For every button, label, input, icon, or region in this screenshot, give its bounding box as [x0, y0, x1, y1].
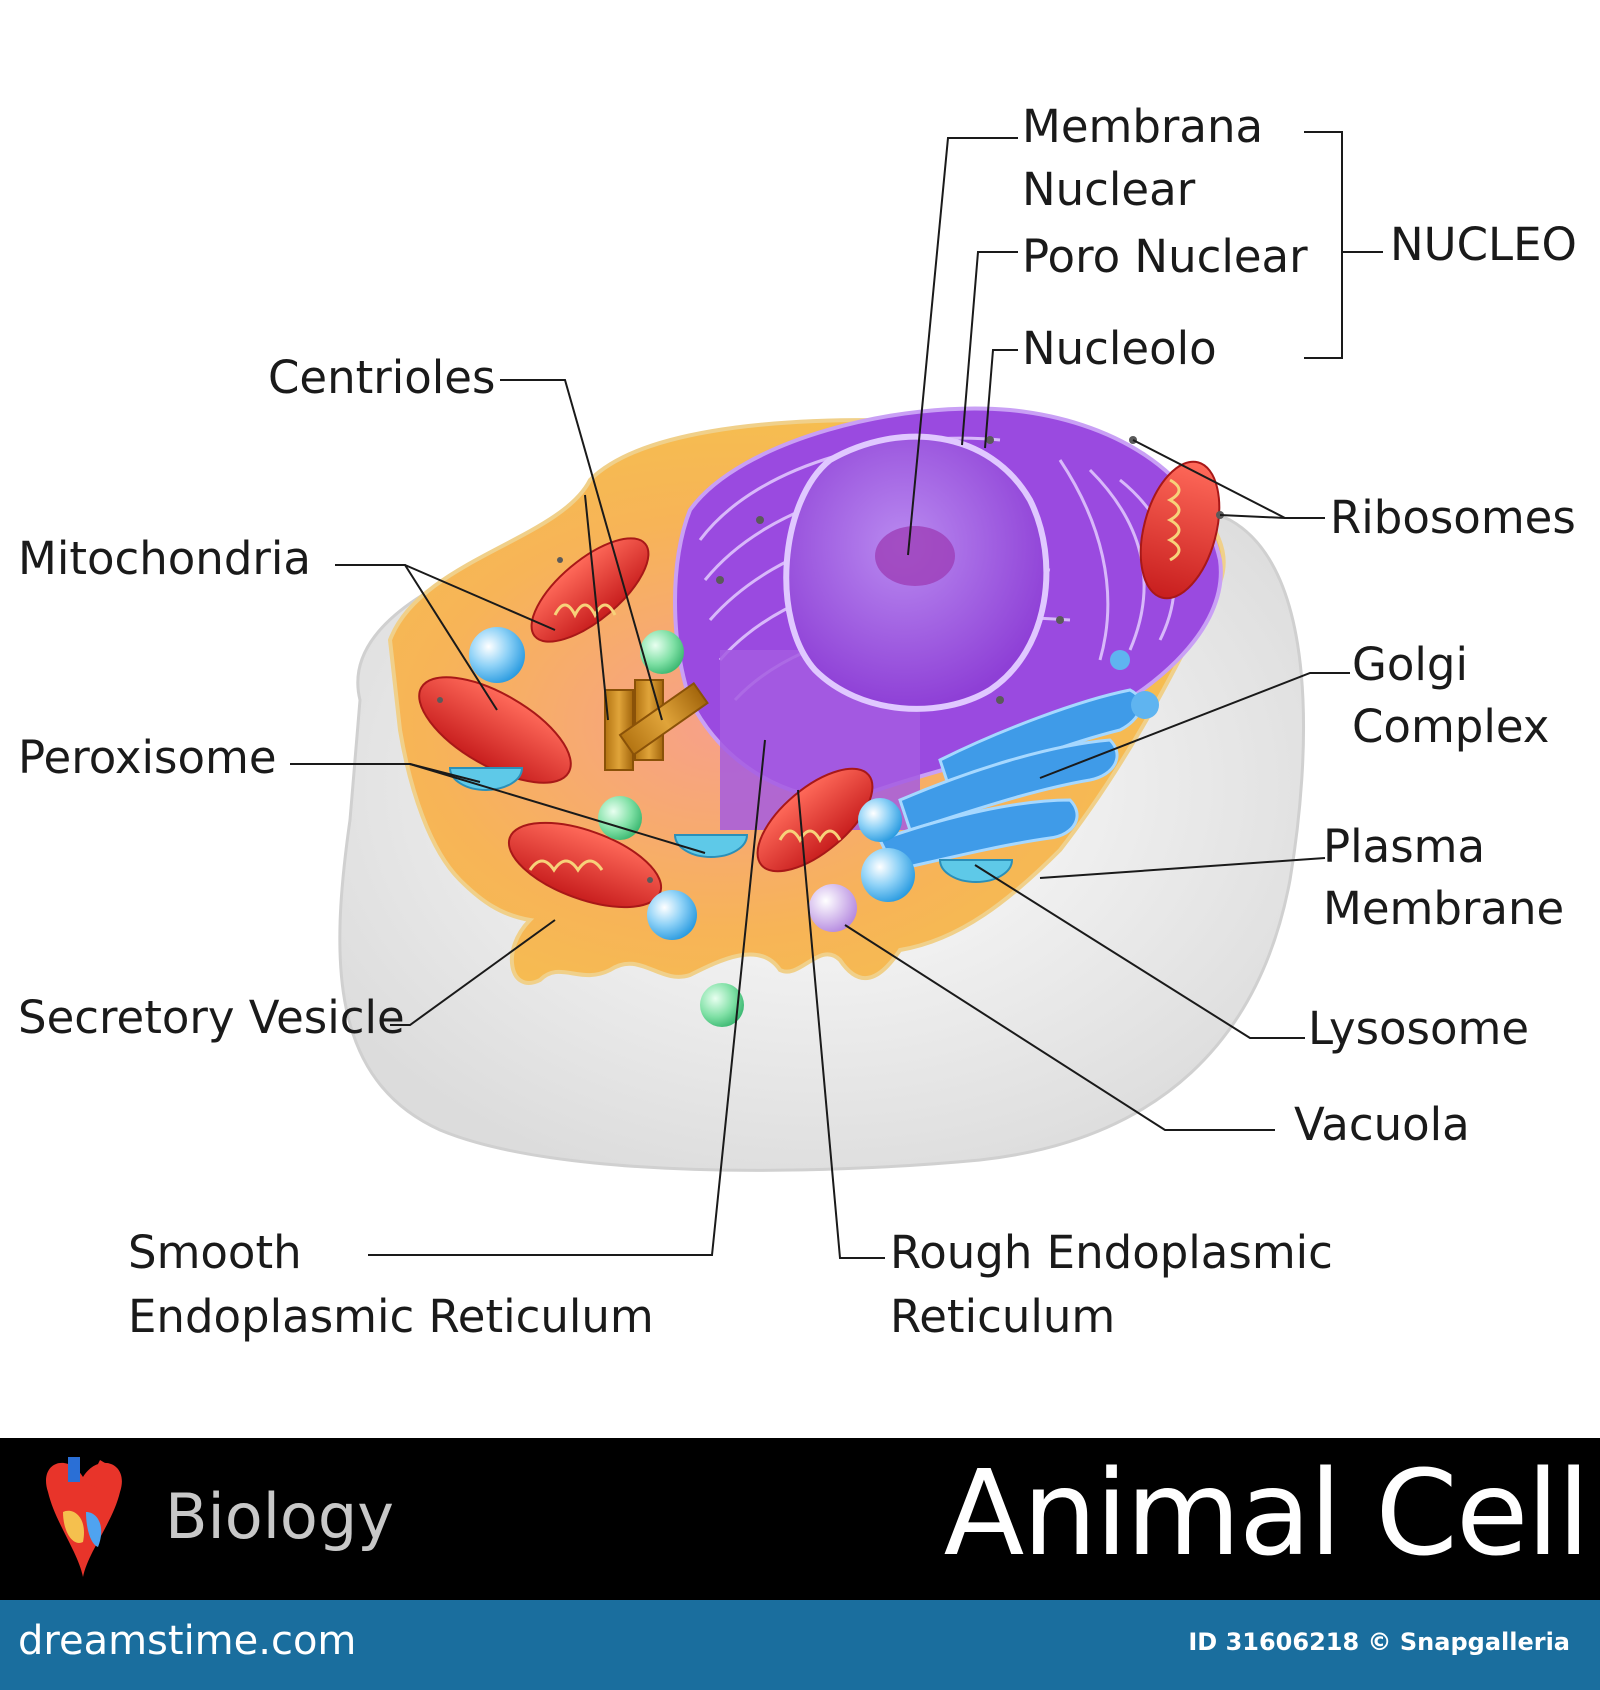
- heart-icon: [46, 1457, 122, 1577]
- label-poro-nuclear: Poro Nuclear: [1022, 230, 1308, 283]
- label-membrana-nuclear: Membrana: [1022, 100, 1263, 153]
- site-name: dreamstime.com: [18, 1618, 357, 1664]
- peroxisome-shape: [598, 796, 642, 840]
- nucleolus-shape: [875, 526, 955, 586]
- secretory-vesicle-shape: [647, 890, 697, 940]
- label-smooth-er: Smooth: [128, 1226, 302, 1279]
- vacuole-shape: [809, 884, 857, 932]
- label-peroxisome: Peroxisome: [18, 731, 277, 784]
- label-golgi-complex: Golgi: [1352, 638, 1468, 691]
- label-nucleo: NUCLEO: [1390, 218, 1577, 271]
- poster-title: Animal Cell: [943, 1444, 1590, 1582]
- label-vacuola: Vacuola: [1294, 1098, 1470, 1151]
- label-smooth-er: Endoplasmic Reticulum: [128, 1290, 654, 1343]
- secretory-vesicle-shape: [861, 848, 915, 902]
- label-rough-er: Rough Endoplasmic: [890, 1226, 1333, 1279]
- golgi-vesicle: [1110, 650, 1130, 670]
- label-lysosome: Lysosome: [1308, 1002, 1529, 1055]
- mitochondria-cristae: [528, 478, 1181, 873]
- title-banner: Biology Animal Cell: [0, 1438, 1600, 1600]
- image-credit: ID 31606218 © Snapgalleria: [1188, 1628, 1570, 1656]
- peroxisome-shape: [700, 983, 744, 1027]
- label-nucleolo: Nucleolo: [1022, 322, 1217, 375]
- leader-lines: [290, 131, 1383, 1259]
- footer-strip: dreamstime.com ID 31606218 © Snapgalleri…: [0, 1600, 1600, 1690]
- label-plasma-membrane: Membrane: [1323, 882, 1564, 935]
- vesicle-shape: [858, 798, 902, 842]
- subject-label: Biology: [165, 1480, 394, 1553]
- peroxisome-shape: [640, 630, 684, 674]
- centrioles-shape: [604, 679, 709, 771]
- label-golgi-complex: Complex: [1352, 700, 1549, 753]
- animal-cell-diagram: Membrana Nuclear Poro Nuclear Nucleolo N…: [18, 100, 1577, 1343]
- label-mitochondria: Mitochondria: [18, 532, 311, 585]
- label-centrioles: Centrioles: [268, 351, 495, 404]
- label-plasma-membrane: Plasma: [1323, 820, 1485, 873]
- label-ribosomes: Ribosomes: [1330, 491, 1576, 544]
- label-rough-er: Reticulum: [890, 1290, 1115, 1343]
- secretory-vesicle-shape: [469, 627, 525, 683]
- label-secretory-vesicle: Secretory Vesicle: [18, 991, 405, 1044]
- golgi-vesicle: [1131, 691, 1159, 719]
- label-membrana-nuclear: Nuclear: [1022, 163, 1196, 216]
